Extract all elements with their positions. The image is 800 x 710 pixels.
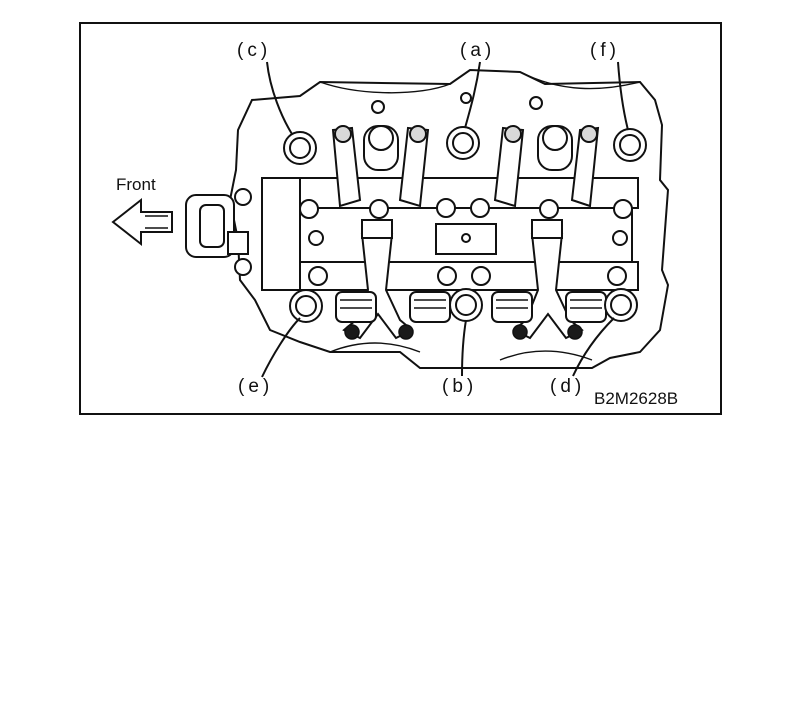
- callout-e-label: (e): [238, 376, 273, 397]
- callout-f-label: (f): [590, 40, 620, 61]
- leader-lines: [261, 61, 629, 378]
- callout-b-label: (b): [442, 376, 477, 397]
- head-bolt-f: [613, 128, 647, 162]
- head-bolt-c: [283, 131, 317, 165]
- adjuster-nuts: [344, 324, 583, 340]
- rocker-arms-upper: [331, 125, 600, 208]
- callout-c-label: (c): [237, 40, 271, 61]
- head-bolt-e: [289, 289, 323, 323]
- shaft-bolts: [299, 198, 633, 286]
- head-bolt-b: [449, 288, 483, 322]
- callout-d-label: (d): [550, 376, 585, 397]
- front-cam-cover: [185, 188, 252, 276]
- head-bolt-d: [604, 288, 638, 322]
- valve-springs-lower: [335, 291, 607, 323]
- figure-code: B2M2628B: [594, 389, 678, 408]
- head-bolt-a: [446, 126, 480, 160]
- front-label: Front: [116, 175, 156, 194]
- valve-springs-upper: [363, 125, 573, 171]
- front-arrow-icon: [111, 197, 173, 247]
- callout-a-label: (a): [460, 40, 495, 61]
